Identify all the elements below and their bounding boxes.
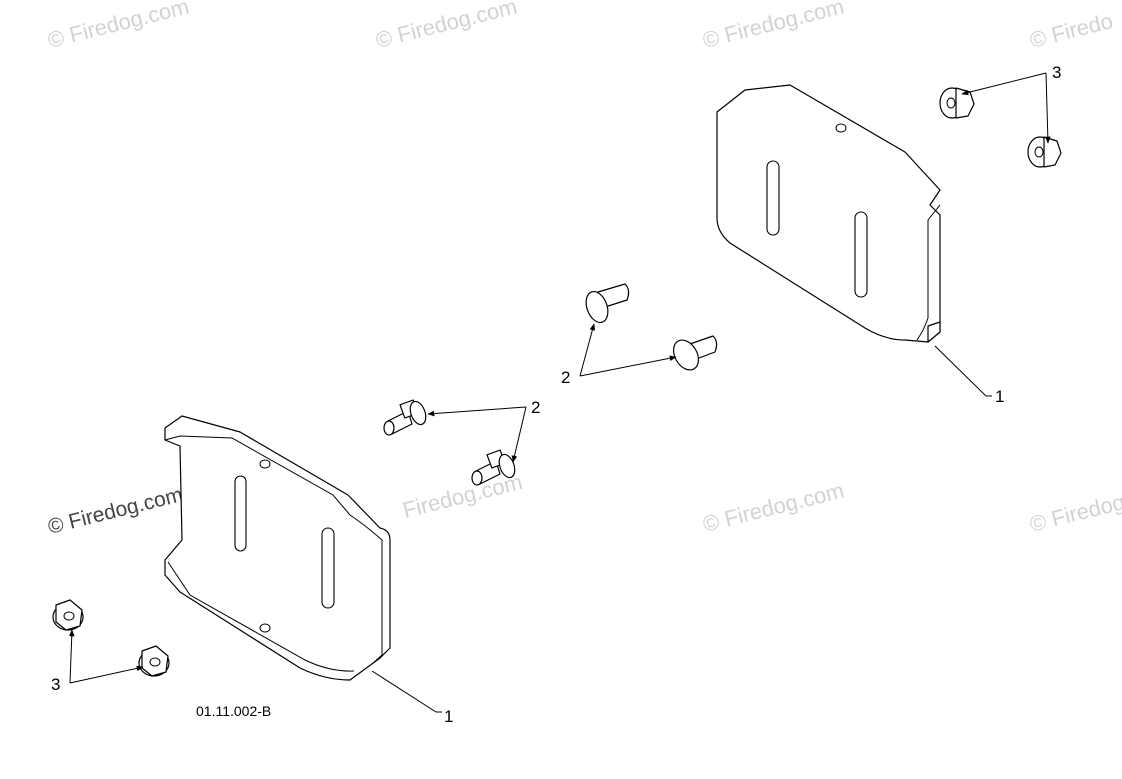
skid-shoe-upper xyxy=(716,84,941,343)
watermark: © Firedo xyxy=(1027,8,1115,53)
flange-nut xyxy=(52,599,84,631)
watermark: © Firedog.com xyxy=(45,0,191,53)
carriage-bolt xyxy=(672,335,718,371)
watermark: © Firedog.com xyxy=(373,0,519,53)
watermark: © Firedog xyxy=(1027,489,1122,537)
callout-1: 1 xyxy=(444,707,453,726)
callout-3: 3 xyxy=(51,675,60,694)
leader-lines xyxy=(68,72,1051,713)
callout-3: 3 xyxy=(1052,63,1061,82)
flange-nut xyxy=(138,645,170,677)
carriage-bolt xyxy=(585,283,630,324)
flange-nut xyxy=(1027,136,1062,168)
carriage-bolt xyxy=(383,399,427,436)
callout-2: 2 xyxy=(531,398,540,417)
drawing-number: 01.11.002-B xyxy=(196,703,271,719)
callout-1: 1 xyxy=(995,387,1004,406)
flange-nut xyxy=(939,87,975,119)
carriage-bolt xyxy=(471,449,516,486)
skid-shoe-lower xyxy=(164,415,391,681)
watermark: © Firedog.com xyxy=(700,478,846,537)
callout-labels: 3 1 2 2 3 1 xyxy=(51,63,1061,726)
watermark: © Firedog.com xyxy=(700,0,846,53)
watermark: Firedog.com xyxy=(400,469,525,523)
watermark: © Firedog.com xyxy=(46,483,185,539)
callout-2: 2 xyxy=(561,368,570,387)
